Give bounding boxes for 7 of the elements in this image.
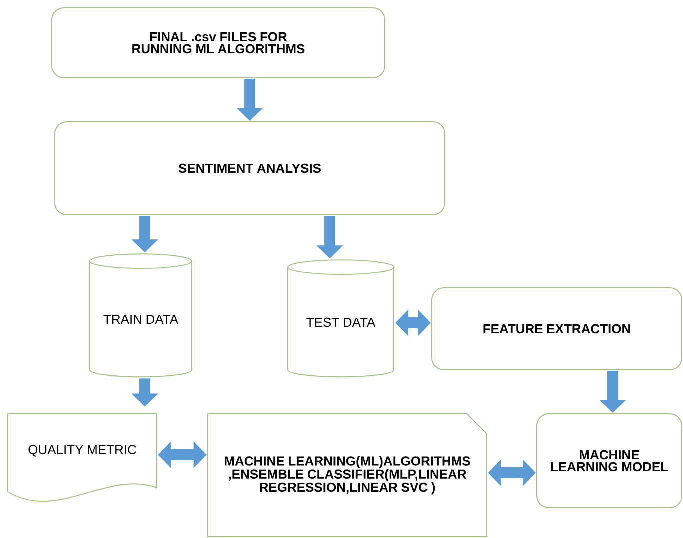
process-box: FEATURE EXTRACTION [432, 288, 682, 370]
process-box: SENTIMENT ANALYSIS [54, 122, 446, 216]
process-box: FINAL .csv FILES FOR RUNNING ML ALGORITHMS [52, 8, 386, 78]
process-box: MACHINE LEARNING MODEL [536, 414, 682, 508]
note-box: MACHINE LEARNING(ML)ALGORITHMS ,ENSEMBLE CLASSIFIER(MLP,LINEAR REGRESSION,LINEAR SVC ) [208, 414, 488, 538]
database-cylinder: TRAIN DATA [90, 254, 192, 378]
database-cylinder: TEST DATA [288, 260, 394, 378]
